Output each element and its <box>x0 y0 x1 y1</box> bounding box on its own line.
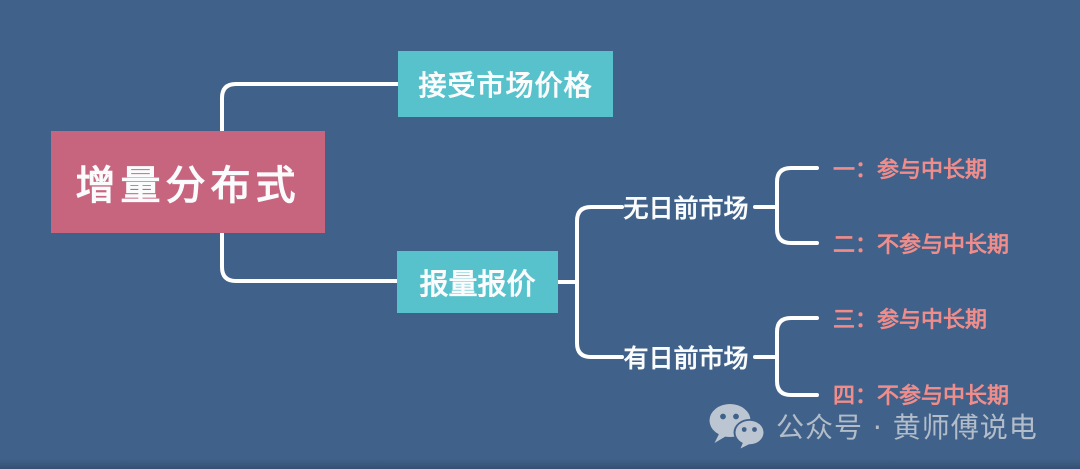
branch-quote-quantity-price: 报量报价 <box>397 251 558 313</box>
branch-accept-market-price: 接受市场价格 <box>398 51 613 117</box>
node-no-day-ahead-market: 无日前市场 <box>623 194 749 223</box>
root-topic-incremental-distributed: 增量分布式 <box>51 131 325 233</box>
watermark-text: 公众号 · 黄师傅说电 <box>776 411 1038 444</box>
leaf-bracket-2-line <box>775 316 819 397</box>
market-bracket-line <box>575 205 624 359</box>
leaf-1-join-mid-long-term: 一：参与中长期 <box>833 158 988 183</box>
leaf-3-join-mid-long-term: 三：参与中长期 <box>833 308 988 333</box>
leaf-bracket-1-line <box>775 166 819 245</box>
wechat-icon <box>709 404 766 449</box>
leaf-2-not-join-mid-long-term: 二：不参与中长期 <box>833 233 1010 258</box>
leaf-4-not-join-mid-long-term: 四：不参与中长期 <box>833 384 1010 409</box>
node-day-ahead-market: 有日前市场 <box>623 344 749 373</box>
watermark: 公众号 · 黄师傅说电 <box>708 403 1038 449</box>
